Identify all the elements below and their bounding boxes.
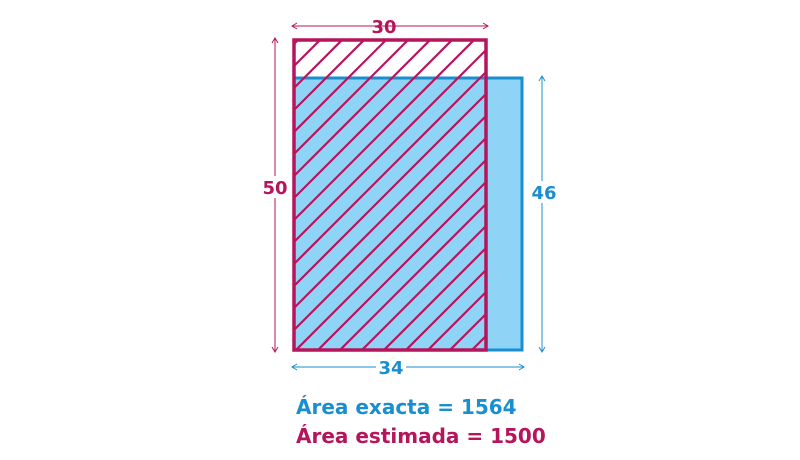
hatch-line [644, 36, 800, 354]
hatch-line [382, 246, 486, 350]
hatch-line [578, 36, 800, 354]
hatch-line [294, 92, 486, 288]
hatch-line [622, 36, 800, 354]
hatch-line [294, 114, 486, 310]
hatch-line [710, 36, 800, 354]
hatch-line [556, 36, 800, 354]
hatch-line [534, 36, 800, 354]
hatch-line [294, 40, 454, 200]
hatch-line [294, 70, 486, 266]
hatch-line [776, 36, 800, 354]
hatch-line [294, 40, 388, 134]
hatch-line [294, 40, 366, 112]
estimated-area-caption: Área estimada = 1500 [296, 424, 546, 448]
hatch-line [294, 136, 486, 332]
hatch-line [294, 48, 486, 244]
bottom-width-label: 34 [378, 358, 403, 379]
top-dimension-line [291, 22, 489, 30]
hatch-line [404, 268, 486, 350]
hatch-line [426, 290, 486, 350]
right-height-label: 46 [531, 183, 556, 204]
bottom-dimension-line [291, 363, 525, 371]
hatch-line [294, 40, 300, 46]
hatch-line [294, 158, 486, 350]
left-height-label: 50 [262, 178, 287, 199]
hatch-line [600, 36, 800, 354]
hatch-line [294, 40, 432, 178]
hatch-line [338, 202, 486, 350]
hatch-line [294, 40, 476, 222]
hatch-line [754, 36, 800, 354]
hatch-line [360, 224, 486, 350]
hatch-line [294, 40, 410, 156]
hatch-pattern [294, 36, 800, 354]
top-width-label: 30 [371, 17, 396, 38]
exact-area-caption: Área exacta = 1564 [296, 395, 517, 419]
hatch-line [666, 36, 800, 354]
right-dimension-line [538, 75, 546, 353]
hatch-line [688, 36, 800, 354]
hatch-line [732, 36, 800, 354]
hatch-line [316, 180, 486, 350]
estimated-area-rectangle [292, 38, 488, 352]
